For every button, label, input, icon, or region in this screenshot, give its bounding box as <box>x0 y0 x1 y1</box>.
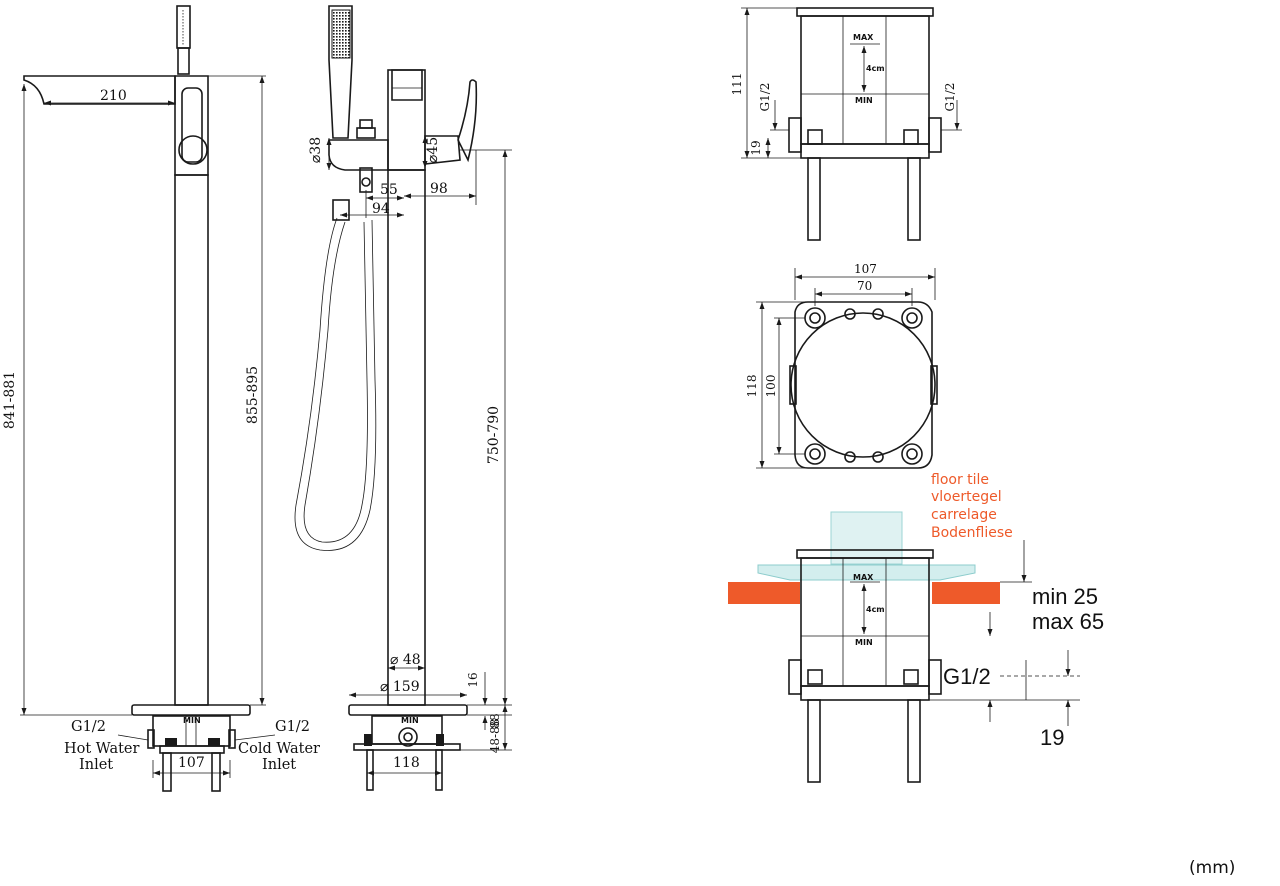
dim-55: 55 <box>380 182 398 198</box>
dim-column-dia: ⌀ 48 <box>390 652 421 668</box>
dim-98: 98 <box>430 181 448 197</box>
install-min: min 25 <box>1032 584 1098 609</box>
dim-box-width-side: 118 <box>393 755 420 771</box>
dim-body-height: 855-895 <box>245 366 261 424</box>
cold-thread: G1/2 <box>275 719 310 735</box>
dim-base-dia: ⌀ 159 <box>380 679 420 695</box>
box-elev-thread-left: G1/2 <box>758 83 772 112</box>
box-elev-height: 111 <box>730 73 744 96</box>
side-view: MIN ⌀38 ⌀45 55 94 98 750-790 ⌀ 48 ⌀ 159 … <box>294 5 512 791</box>
box-installed: MAX 4cm MIN floor tile vloertegel carrel… <box>728 472 1104 783</box>
glass-column <box>830 511 903 565</box>
front-base-plate <box>131 704 251 716</box>
plan-outer-width: 107 <box>854 262 877 276</box>
plan-outer-height: 118 <box>745 375 759 398</box>
hot-label-2: Inlet <box>79 757 113 773</box>
dim-handle-dia: ⌀45 <box>425 137 441 163</box>
box-elev-thread-right: G1/2 <box>943 83 957 112</box>
front-box-min: MIN <box>183 716 201 725</box>
front-hand-shower <box>176 5 191 49</box>
install-max: max 65 <box>1032 609 1104 634</box>
box-elev-inlet-height: 19 <box>749 140 763 155</box>
plan-bolt <box>901 307 923 329</box>
side-hose <box>294 217 377 551</box>
tile-label-de: Bodenfliese <box>931 525 1013 541</box>
units-label: (mm) <box>1189 858 1235 878</box>
dim-spout: 210 <box>100 88 127 104</box>
dim-diverter-dia: ⌀38 <box>308 137 324 163</box>
dim-94: 94 <box>372 201 390 217</box>
dim-base-to-box: 88 <box>488 713 502 728</box>
plan-inner-width: 70 <box>857 279 872 293</box>
plan-bolt <box>804 443 826 465</box>
tile-label-en: floor tile <box>931 472 989 488</box>
box-plan: 107 70 118 100 <box>745 262 938 469</box>
install-inlet-height: 19 <box>1040 725 1064 750</box>
front-column <box>174 174 209 706</box>
plan-bolt <box>901 443 923 465</box>
cold-label-2: Inlet <box>262 757 296 773</box>
plan-bolt <box>804 307 826 329</box>
glass-plate <box>757 564 976 581</box>
box-installed-max: MAX <box>853 573 874 582</box>
hot-label-1: Hot Water <box>64 741 140 757</box>
box-elev-range: 4cm <box>866 64 885 73</box>
box-elev-max: MAX <box>853 33 874 42</box>
dim-total-height: 841-881 <box>2 371 18 429</box>
dim-box-depth: 48-88 <box>488 719 502 754</box>
box-elev-min: MIN <box>855 96 873 105</box>
install-thread: G1/2 <box>943 664 991 689</box>
side-hand-shower <box>328 5 353 139</box>
tile-label-nl: vloertegel <box>931 489 1002 505</box>
floor-tile-left <box>728 582 800 604</box>
side-column <box>387 169 426 706</box>
hot-thread: G1/2 <box>71 719 106 735</box>
dim-base-thickness: 16 <box>466 672 480 687</box>
tile-label-fr: carrelage <box>931 507 997 523</box>
box-installed-min: MIN <box>855 638 873 647</box>
box-installed-range: 4cm <box>866 605 885 614</box>
cold-label-1: Cold Water <box>238 741 320 757</box>
side-box-min: MIN <box>401 716 419 725</box>
floor-tile-right <box>932 582 1000 604</box>
plan-inner-height: 100 <box>764 375 778 398</box>
dim-column-height: 750-790 <box>486 406 502 464</box>
side-body <box>328 139 389 171</box>
dim-box-width-front: 107 <box>178 755 205 771</box>
side-base-plate <box>348 704 468 716</box>
box-plan-outline <box>794 301 933 469</box>
box-elevation: MAX 4cm MIN 111 G1/2 19 G1/2 <box>730 7 962 241</box>
front-view: MIN 210 841-881 855-895 107 G1/2 Hot Wat… <box>2 5 320 792</box>
